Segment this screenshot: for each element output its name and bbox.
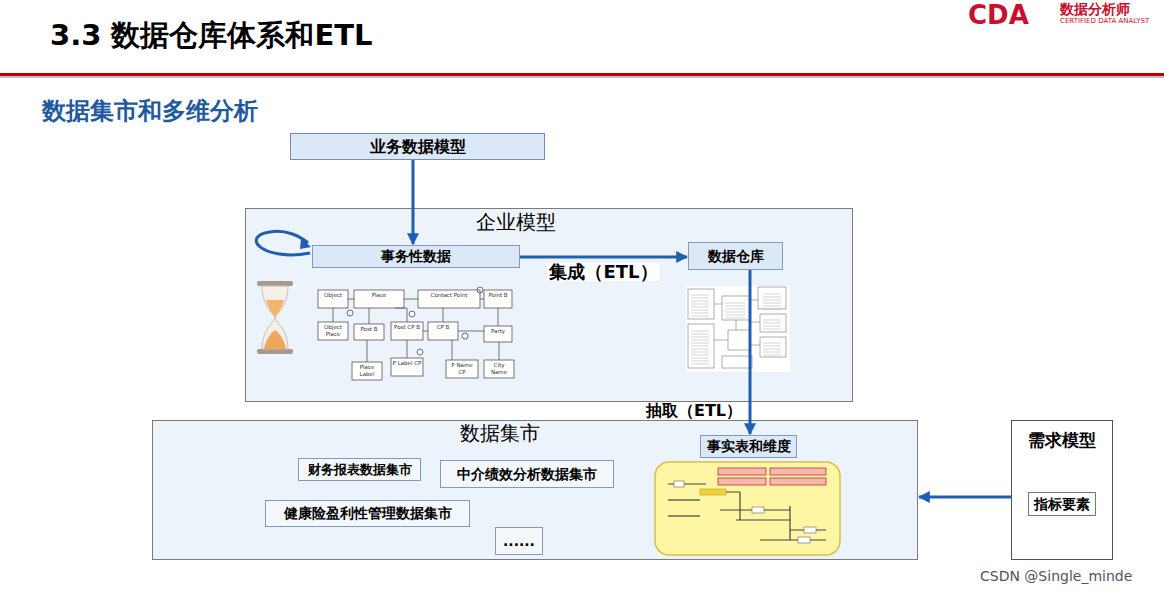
logo-mark: CDA [968,0,1029,30]
er-entity: Point B [485,292,511,299]
er-entity: CP B [429,324,457,331]
edge-label: 集成（ETL） [547,263,659,281]
er-diagram [318,290,514,380]
process-box: 数据仓库 [688,242,783,270]
logo-text: 数据分析师 [1060,1,1130,17]
er-entity: City Name [485,362,513,375]
mart-box: 中介绩效分析数据集市 [440,460,614,488]
er-entity: Post B [355,326,383,333]
slide-title: 3.3 数据仓库体系和ETL [50,16,373,56]
er-entity: Party [485,328,511,335]
er-entity: Place [355,292,403,299]
er-entity: Post CP B [392,324,422,331]
loop-arrow [256,231,310,255]
header-rule [0,73,1164,76]
section-heading: 数据集市和多维分析 [42,97,258,125]
hourglass [257,281,293,354]
er-entity: Object Place [319,324,347,337]
box-label: 数据仓库 [708,248,764,265]
box-label: 健康险盈利性管理数据集市 [284,505,452,522]
watermark: CSDN @Single_minde [980,568,1132,584]
edge-label: 抽取（ETL） [644,403,744,419]
mart-box: 财务报表数据集市 [298,458,421,481]
star-schema [655,462,840,555]
flow-arrow [919,496,1011,499]
flow-arrow [749,270,752,434]
box-label: 指标要素 [1034,496,1090,513]
ellipsis-box: ...... [495,527,543,555]
process-box: 事务性数据 [312,245,520,268]
header-shadow [0,76,1164,78]
er-entity: Contact Point [419,292,479,299]
requirement-model-panel: 需求模型指标要素 [1011,420,1113,560]
model-box: 业务数据模型 [290,133,545,160]
panel-heading: 数据集市 [460,421,540,445]
box-label: 业务数据模型 [370,137,466,156]
er-entity: P Label CP [392,360,422,367]
box-label: 事务性数据 [381,248,451,265]
fact-dim-box: 事实表和维度 [700,435,797,458]
box-label: 财务报表数据集市 [308,462,412,478]
mart-box: 健康险盈利性管理数据集市 [265,500,470,527]
flow-arrow [412,160,415,244]
metric-box: 指标要素 [1028,492,1096,516]
loop-head [300,238,311,249]
er-entity: Object [319,292,347,299]
warehouse-schema [686,286,790,372]
panel-heading: 需求模型 [1028,430,1096,450]
box-label: 中介绩效分析数据集市 [457,466,597,483]
er-entity: Place Label [353,364,381,377]
er-entity: P Name CP [447,362,477,375]
panel-heading: 企业模型 [476,210,556,234]
er-links [333,287,499,362]
box-label: ...... [503,533,535,550]
box-label: 事实表和维度 [707,438,791,455]
logo-subtext: CERTIFIED DATA ANALYST [1060,17,1149,25]
flow-arrow [520,256,687,259]
